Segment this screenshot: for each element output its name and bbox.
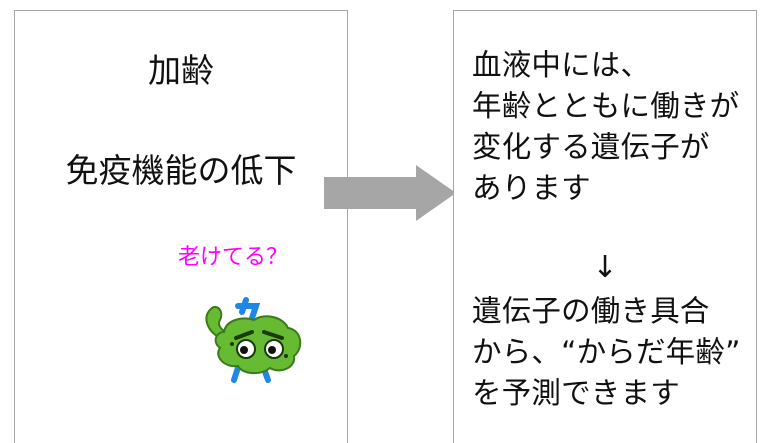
immune-decline-label: 免疫機能の低下 (65, 151, 297, 190)
aging-question-text: 老けてる？ (178, 245, 289, 270)
down-arrow-icon: ↓ (592, 250, 618, 285)
body-age-prediction-text: 遺伝子の働き具合 から、“からだ年齢” を予測できます (472, 291, 750, 414)
description-line: 年齢とともに働きが (472, 89, 740, 123)
description-line: 変化する遺伝子が (472, 130, 710, 164)
green-blob-mascot-icon (205, 297, 302, 383)
right-panel: 血液中には、 年齢とともに働きが 変化する遺伝子が あります ↓ 遺伝子の働き具… (453, 10, 757, 443)
right-arrow-icon (324, 165, 456, 221)
blood-gene-description: 血液中には、 年齢とともに働きが 変化する遺伝子が あります (472, 45, 750, 209)
description-line: あります (472, 171, 591, 205)
prediction-line: から、“からだ年齢” (472, 335, 741, 369)
prediction-line: を予測できます (472, 376, 680, 410)
prediction-line: 遺伝子の働き具合 (472, 294, 710, 328)
aging-label: 加齢 (148, 51, 214, 90)
description-line: 血液中には、 (472, 48, 651, 82)
left-panel: 加齢 免疫機能の低下 老けてる？ (14, 10, 348, 443)
